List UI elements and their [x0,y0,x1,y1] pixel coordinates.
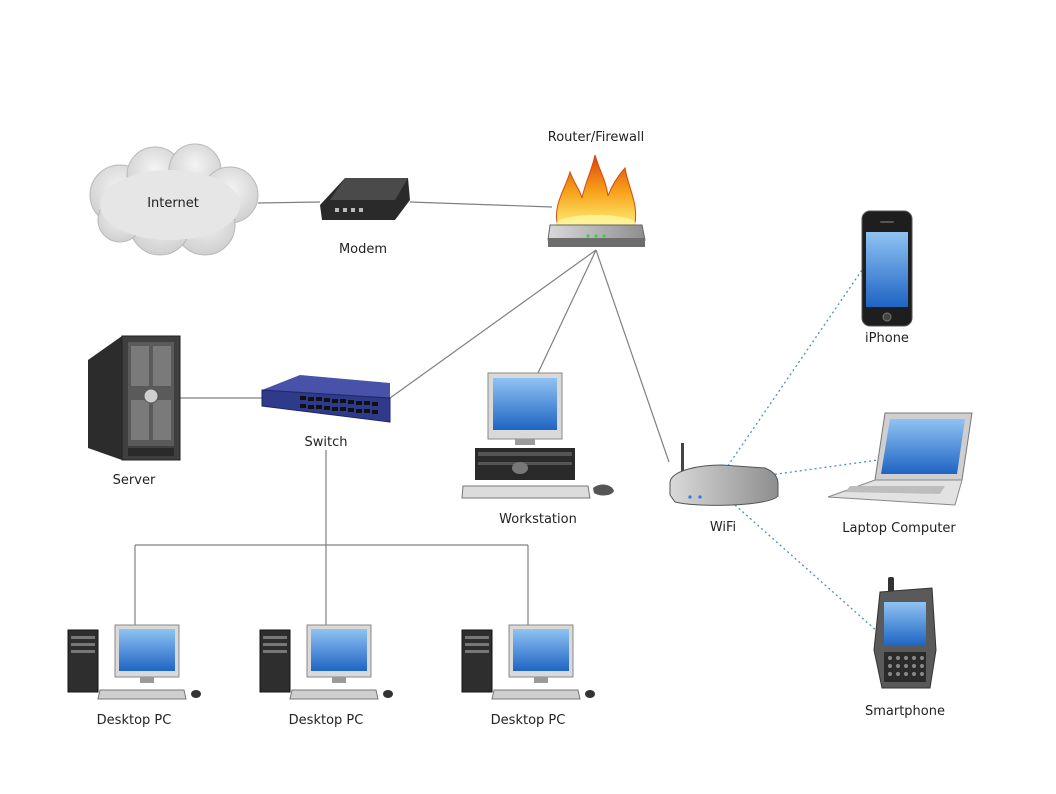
modem-icon [320,178,410,220]
connections [134,201,879,633]
link-internet-modem [257,201,321,204]
desktop-pc-2-icon [259,624,393,700]
desktop-pc-1-label: Desktop PC [97,713,172,728]
workstation-icon [461,372,614,499]
wifi-router-icon [669,443,779,506]
laptop-icon [827,412,973,506]
link-modem-router [409,201,553,208]
smartphone-icon [873,577,937,689]
link-router-wifi [595,249,670,463]
wireless-link-smartphone [734,504,879,633]
smartphone-label: Smartphone [865,704,945,719]
modem-label: Modem [339,242,387,257]
wireless-link-iphone [724,269,863,471]
link-router-workstation [537,249,597,374]
wifi-label: WiFi [710,520,736,535]
internet-label: Internet [147,196,199,211]
router-label: Router/Firewall [548,130,644,145]
link-router-switch [389,249,597,399]
switch-label: Switch [305,435,348,450]
workstation-label: Workstation [499,512,577,527]
switch-icon [261,375,391,423]
iphone-icon [861,210,913,327]
internet-cloud [89,143,259,256]
server-icon [88,335,181,461]
router-firewall-icon [547,154,646,247]
laptop-label: Laptop Computer [842,521,956,536]
desktop-pc-3-label: Desktop PC [491,713,566,728]
wireless-link-laptop [769,459,879,476]
desktop-pc-3-icon [461,624,595,700]
iphone-label: iPhone [865,331,909,346]
server-label: Server [113,473,156,488]
desktop-pc-2-label: Desktop PC [289,713,364,728]
desktop-pc-1-icon [67,624,201,700]
